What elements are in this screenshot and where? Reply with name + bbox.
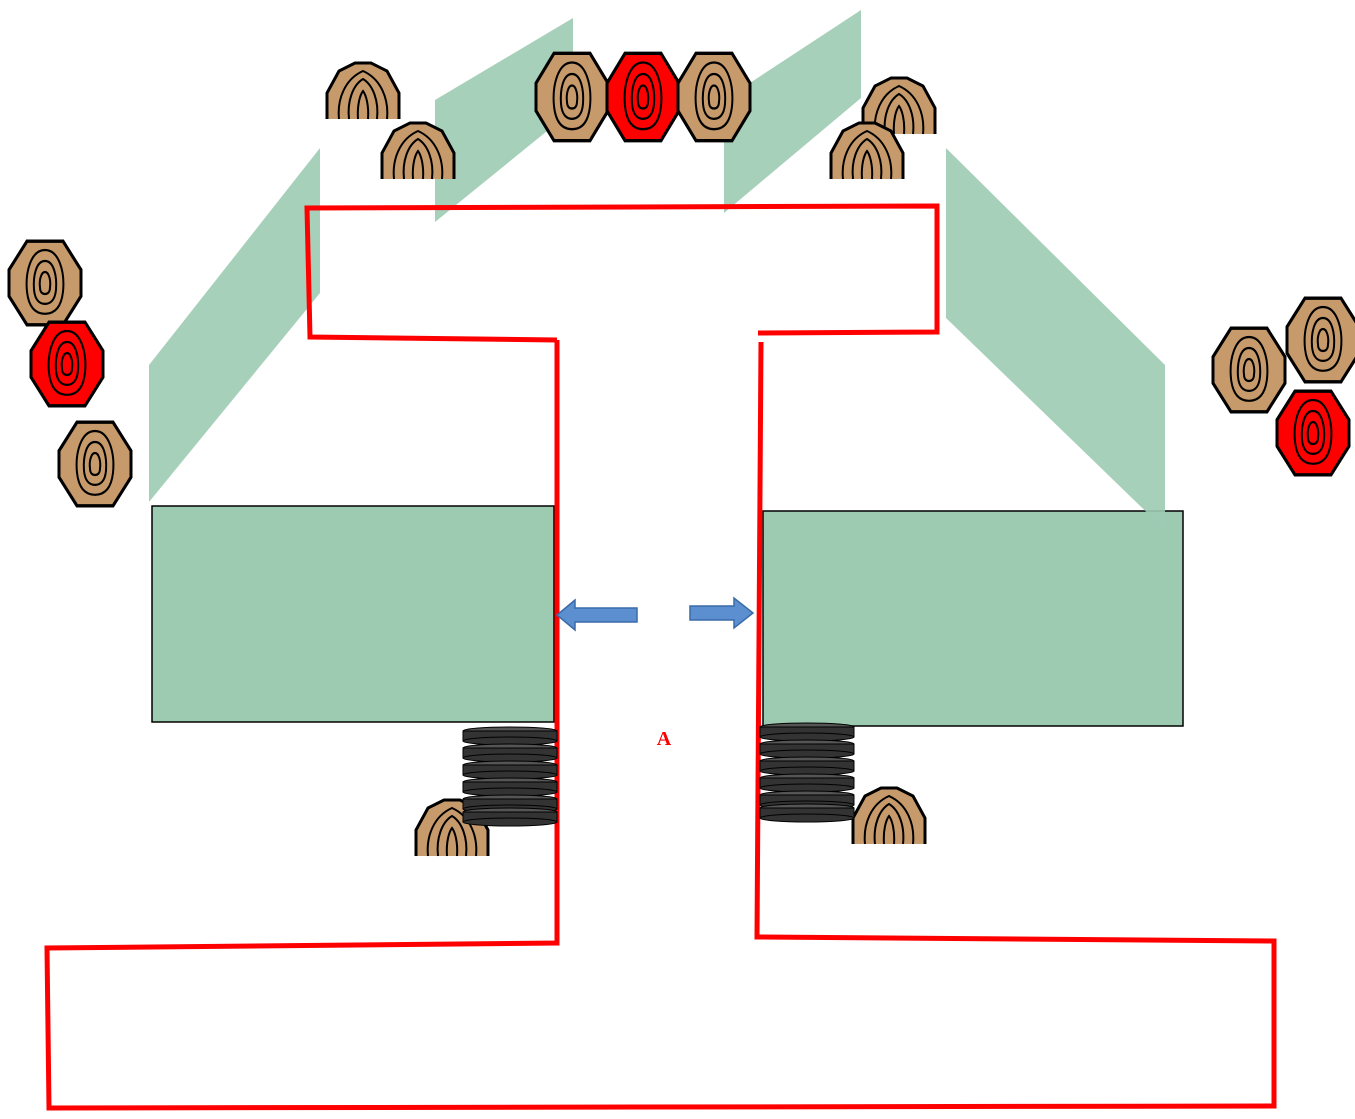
octagon-target-icon	[57, 420, 133, 508]
left-barrier-block	[151, 505, 555, 723]
right-barrier-block	[762, 510, 1184, 727]
left-angled-barrier	[149, 148, 320, 502]
right-angled-barrier	[946, 148, 1165, 530]
octagon-target-icon	[676, 51, 752, 143]
course-outline	[44, 203, 1277, 1111]
red-octagon-target-icon	[1275, 389, 1351, 477]
tire-stack-right	[759, 722, 855, 823]
tire-stack-icon	[462, 777, 558, 797]
tire-stack-icon	[462, 743, 558, 763]
tire-stack-icon	[759, 722, 855, 742]
tire-stack-left	[462, 726, 558, 827]
direction-arrows	[555, 596, 755, 632]
tire-stack-icon	[462, 807, 558, 827]
dome-target-icon	[829, 121, 905, 181]
tire-stack-icon	[462, 760, 558, 780]
course-outline-left	[44, 340, 1277, 1111]
tire-stack-icon	[462, 726, 558, 746]
top-left-angled-barrier	[435, 18, 573, 222]
dome-target-icon	[380, 121, 456, 181]
red-octagon-target-icon	[29, 320, 105, 408]
dome-target-icon	[851, 786, 927, 846]
top-right-angled-barrier	[724, 10, 861, 213]
dome-target-icon	[325, 61, 401, 121]
tire-stack-icon	[759, 739, 855, 759]
tire-stack-icon	[759, 756, 855, 776]
direction-arrow-icon	[555, 598, 638, 632]
barriers	[149, 10, 1184, 727]
octagon-target-icon	[1211, 326, 1287, 414]
position-label: A	[657, 728, 672, 750]
tire-stack-icon	[759, 803, 855, 823]
octagon-target-icon	[534, 51, 610, 143]
direction-arrow-icon	[689, 596, 755, 630]
course-outline-top	[304, 203, 940, 343]
tire-stack-icon	[759, 773, 855, 793]
octagon-target-icon	[7, 239, 83, 327]
red-octagon-target-icon	[605, 51, 681, 143]
octagon-target-icon	[1285, 296, 1355, 384]
